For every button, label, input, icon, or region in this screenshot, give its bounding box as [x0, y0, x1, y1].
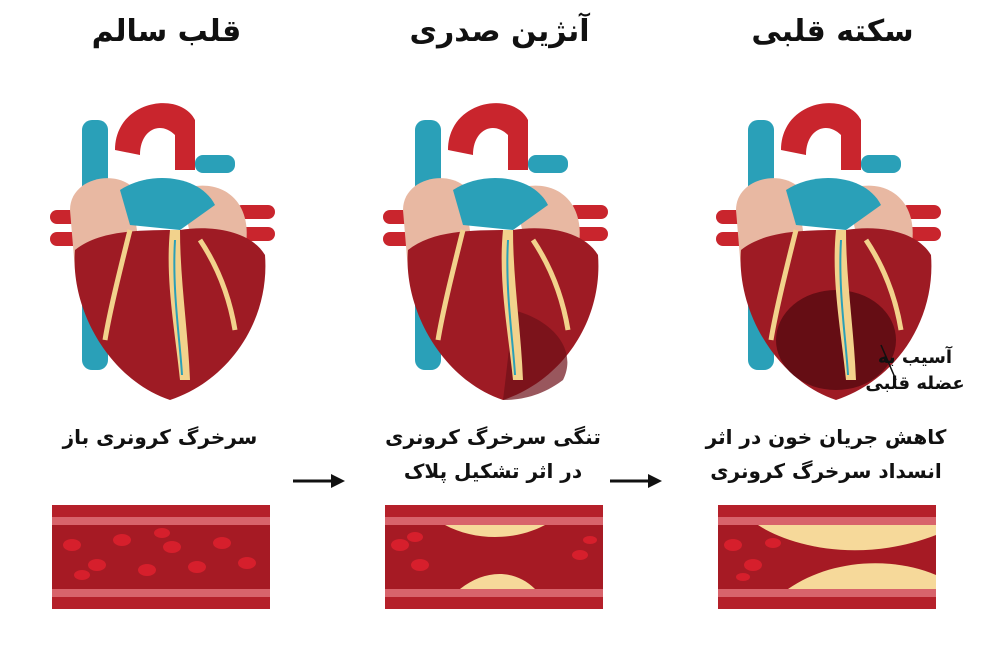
stage-caption: سرخرگ کرونری باز — [10, 420, 310, 454]
panel-angina: آنژین صدری تنگی سرخرگ کرونری در اثر تشکی… — [333, 0, 666, 654]
progression-arrow-icon — [610, 474, 662, 488]
artery-cross-section — [385, 505, 603, 609]
artery-cross-section — [718, 505, 936, 609]
caption-line: تنگی سرخرگ کرونری — [385, 425, 601, 449]
caption-line: در اثر تشکیل پلاک — [403, 459, 583, 483]
artery-cross-section — [52, 505, 270, 609]
damage-label: آسیب به عضله قلبی — [855, 345, 975, 397]
stage-caption: تنگی سرخرگ کرونری در اثر تشکیل پلاک — [343, 420, 643, 488]
progression-arrow-icon — [293, 474, 345, 488]
panel-healthy-heart: قلب سالم سرخرگ کرونری باز — [0, 0, 333, 654]
stage-title: قلب سالم — [91, 14, 242, 49]
heart-illustration — [50, 103, 275, 400]
caption-line: کاهش جریان خون در اثر — [705, 425, 947, 449]
caption-line: انسداد سرخرگ کرونری — [710, 459, 942, 483]
caption-line: سرخرگ کرونری باز — [62, 425, 258, 449]
stage-caption: کاهش جریان خون در اثر انسداد سرخرگ کرونر… — [676, 420, 976, 488]
stage-title: آنژین صدری — [409, 14, 590, 49]
damage-label-line: آسیب به — [877, 347, 953, 368]
stage-title: سکته قلبی — [751, 14, 914, 49]
heart-illustration — [716, 103, 941, 400]
damage-label-line: عضله قلبی — [865, 373, 965, 394]
heart-illustration — [383, 103, 608, 400]
panel-heart-attack: سکته قلبی کاهش جریان خون در اثر انسداد س… — [666, 0, 999, 654]
